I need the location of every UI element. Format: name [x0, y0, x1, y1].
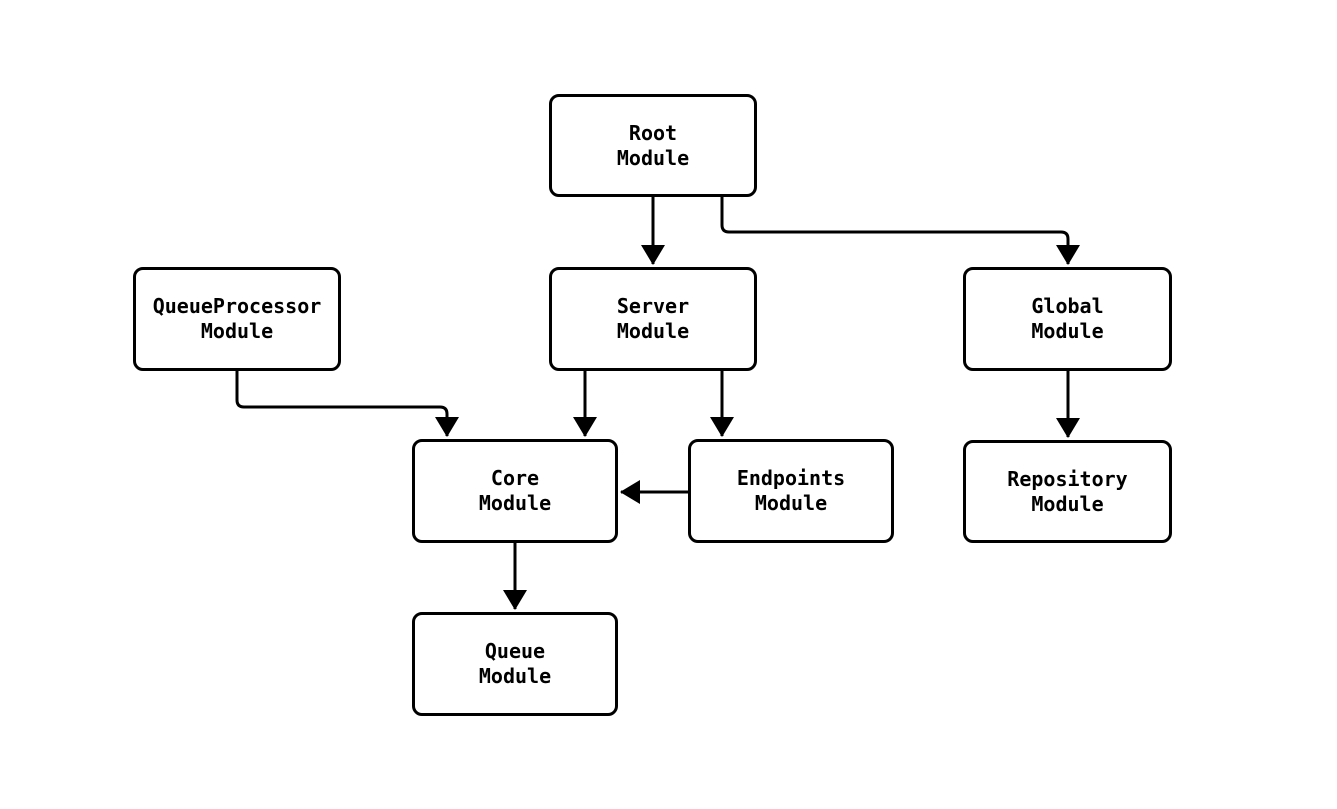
node-queueprocessor-module: QueueProcessor Module — [133, 267, 341, 371]
node-title: Server — [616, 294, 690, 318]
node-root-module: Root Module — [549, 94, 757, 197]
node-global-module: Global Module — [963, 267, 1172, 371]
node-title: Global — [1031, 294, 1104, 318]
node-title: Endpoints — [736, 466, 846, 490]
node-subtitle: Module — [1031, 491, 1104, 516]
node-title: Queue — [484, 639, 546, 663]
node-subtitle: Module — [616, 145, 690, 170]
node-queue-module: Queue Module — [412, 612, 618, 716]
node-subtitle: Module — [754, 491, 828, 515]
node-title: QueueProcessor — [152, 294, 322, 318]
node-repository-module: Repository Module — [963, 440, 1172, 543]
node-subtitle: Module — [200, 319, 274, 343]
node-subtitle: Module — [1031, 319, 1104, 343]
node-title: Repository — [1007, 466, 1128, 491]
edge-queueprocessor-core — [235, 371, 459, 437]
node-server-module: Server Module — [549, 267, 757, 371]
node-subtitle: Module — [478, 491, 552, 515]
node-endpoints-module: Endpoints Module — [688, 439, 894, 543]
node-title: Root — [628, 120, 678, 145]
node-subtitle: Module — [616, 319, 690, 343]
node-title: Core — [490, 466, 540, 490]
node-subtitle: Module — [478, 664, 552, 688]
node-core-module: Core Module — [412, 439, 618, 543]
edge-root-global — [720, 197, 1080, 265]
